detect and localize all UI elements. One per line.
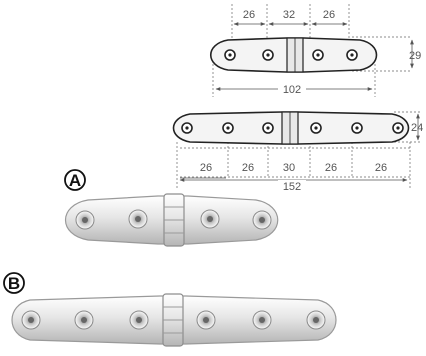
dim-small-1: 26 — [243, 9, 255, 21]
dim-large-5: 26 — [375, 162, 387, 174]
dim-small-2: 32 — [283, 9, 295, 21]
large-hinge-drawing: 24 26 26 30 26 26 152 — [172, 111, 423, 193]
small-hinge-drawing: 26 32 26 29 102 — [210, 4, 421, 97]
marker-a-label: A — [69, 171, 81, 190]
dim-small-3: 26 — [323, 9, 335, 21]
marker-a: A — [64, 169, 86, 191]
dim-large-height: 24 — [411, 122, 423, 134]
hinge-b-photo — [11, 293, 337, 347]
dim-small-length: 102 — [283, 84, 301, 96]
dim-large-length: 152 — [283, 181, 301, 193]
dim-large-4: 26 — [325, 162, 337, 174]
dim-large-2: 26 — [242, 162, 254, 174]
dim-small-height: 29 — [409, 50, 421, 62]
product-a: A — [64, 169, 279, 247]
dim-large-1: 26 — [200, 162, 212, 174]
dim-large-3: 30 — [283, 162, 295, 174]
hinge-a-photo — [64, 193, 279, 247]
product-b: B — [3, 272, 337, 347]
marker-b: B — [3, 272, 25, 294]
marker-b-label: B — [8, 274, 20, 293]
